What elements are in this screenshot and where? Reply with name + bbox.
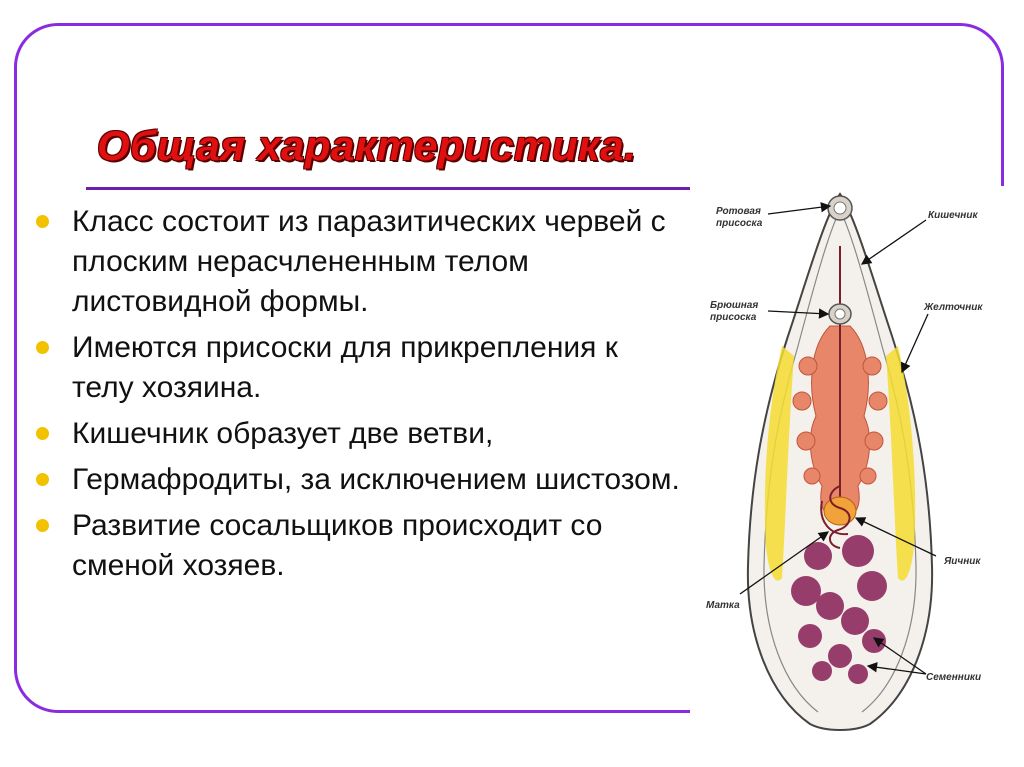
bullet-text: Класс состоит из паразитических червей с… (72, 205, 666, 318)
label-oral-sucker-line2: присоска (716, 218, 763, 229)
label-ventral-sucker-line1: Брюшная (710, 300, 758, 311)
bullet-item-development: Развитие сосальщиков происходит со смено… (32, 506, 682, 586)
label-testes: Семенники (926, 672, 981, 683)
fluke-anatomy-svg: Ротовая присоска Кишечник Брюшная присос… (706, 192, 983, 731)
bullet-dot-icon (36, 427, 49, 440)
bullet-text: Кишечник образует две ветви, (72, 417, 494, 450)
label-ventral-sucker-line2: присоска (710, 312, 757, 323)
bullet-item-intestine: Кишечник образует две ветви, (32, 414, 682, 454)
bullet-text: Имеются присоски для прикрепления к телу… (72, 331, 618, 404)
uterus (829, 485, 851, 549)
oral-sucker (827, 195, 853, 221)
bullet-text: Гермафродиты, за исключением шистозом. (72, 463, 680, 496)
bullet-dot-icon (36, 215, 49, 228)
bullet-dot-icon (36, 341, 49, 354)
label-pointers (739, 202, 937, 675)
bullet-text: Развитие сосальщиков происходит со смено… (72, 509, 603, 582)
label-vitellarium: Желточник (923, 302, 983, 313)
vitellarium-strips (764, 346, 916, 581)
bullet-item-class: Класс состоит из паразитических червей с… (32, 202, 682, 322)
label-ovary: Яичник (943, 556, 981, 567)
fluke-anatomy-diagram: Ротовая присоска Кишечник Брюшная присос… (690, 186, 1010, 736)
bullet-item-hermaphrodites: Гермафродиты, за исключением шистозом. (32, 460, 682, 500)
slide-title: Общая характеристика. (97, 122, 637, 169)
bullet-list: Класс состоит из паразитических червей с… (32, 202, 682, 592)
title-underline (86, 187, 690, 190)
bullet-item-suckers: Имеются присоски для прикрепления к телу… (32, 328, 682, 408)
testes (791, 535, 887, 684)
label-uterus: Матка (706, 600, 740, 611)
label-oral-sucker-line1: Ротовая (716, 206, 761, 217)
intestine-branches (792, 325, 888, 519)
bullet-dot-icon (36, 473, 49, 486)
bullet-dot-icon (36, 519, 49, 532)
label-intestine: Кишечник (928, 210, 978, 221)
ventral-sucker (828, 303, 852, 325)
